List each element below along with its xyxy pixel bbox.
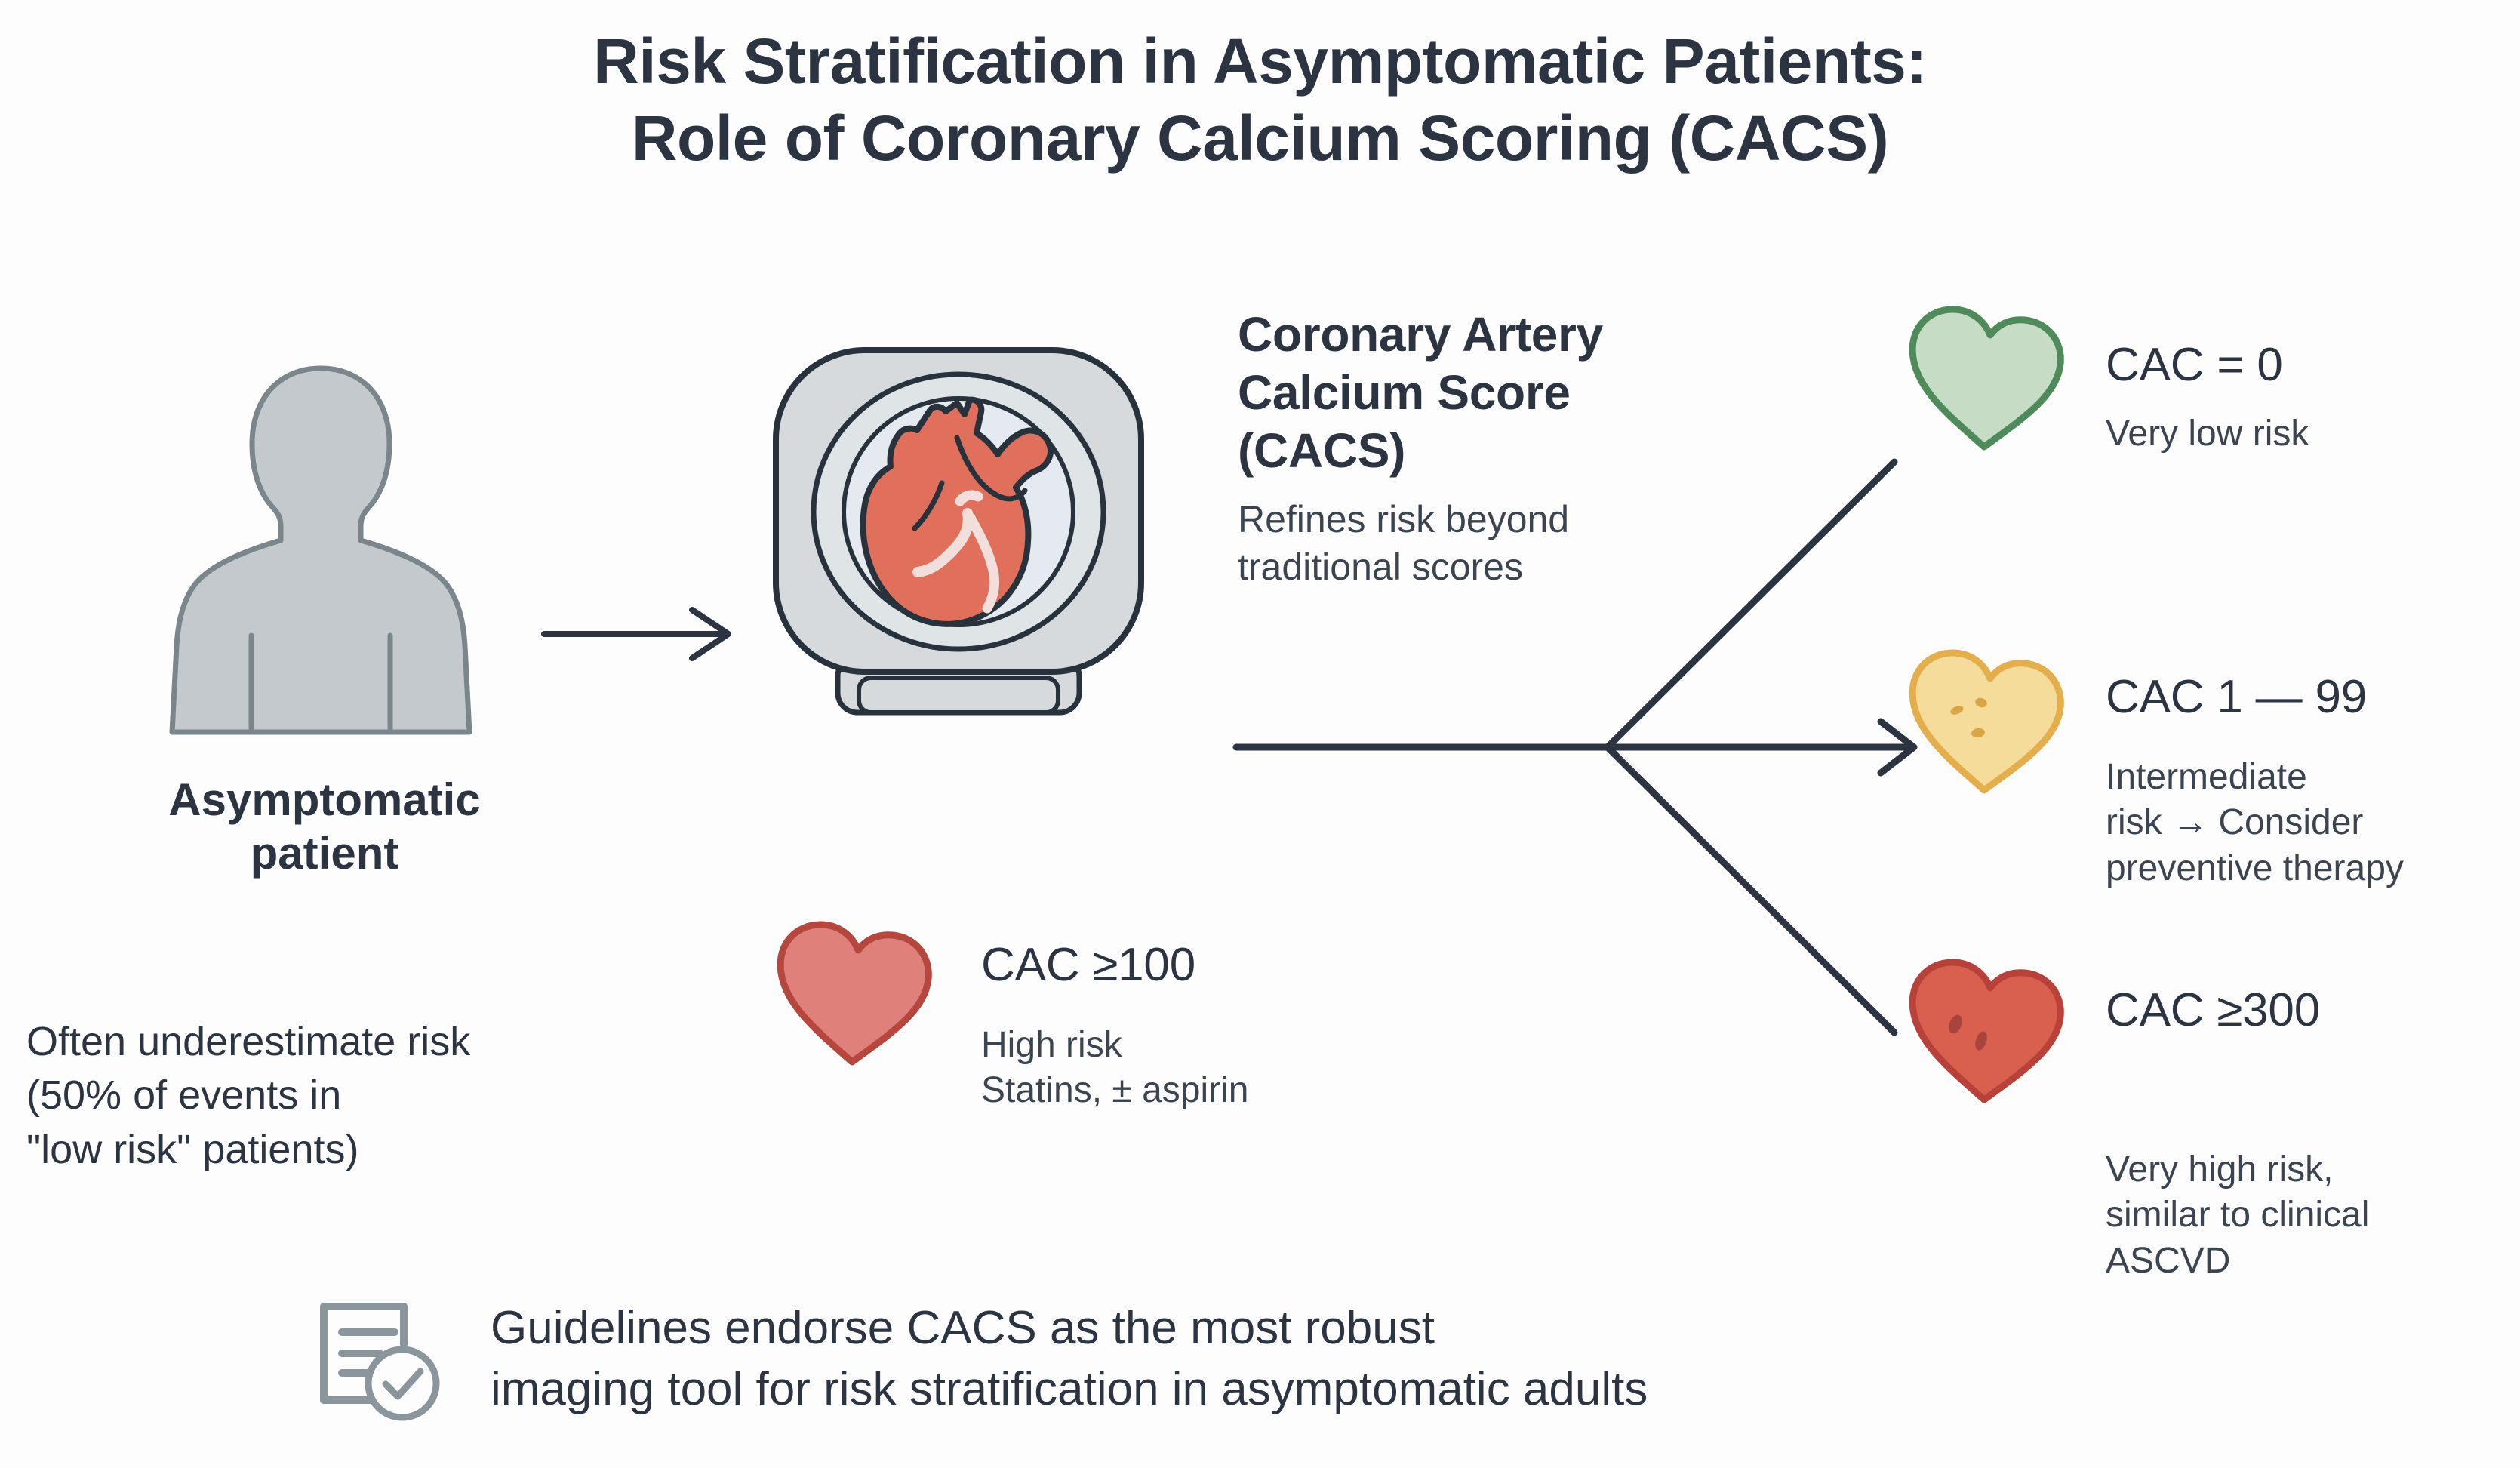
cacs-subtitle-line-1: Refines risk beyond [1238,498,1570,541]
underestimate-risk-note: Often underestimate risk (50% of events … [26,1015,743,1177]
outcome-desc-cac-300: Very high risk, similar to clinical ASCV… [2106,1147,2520,1284]
title-line-1: Risk Stratification in Asymptomatic Pati… [593,26,1927,97]
underestimate-line-3: "low risk" patients) [26,1126,359,1172]
outcome-desc-line-3: ASCVD [2106,1240,2231,1281]
page-title: Risk Stratification in Asymptomatic Pati… [0,23,2520,177]
cacs-title-line-3: (CACS) [1238,423,1406,478]
branching-connector [1232,458,1918,1036]
cacs-subtitle: Refines risk beyond traditional scores [1238,496,1811,591]
outcome-desc-line-1: High risk [981,1025,1122,1065]
branch-middle-arrowhead-icon [1877,718,1918,777]
cacs-title-line-1: Coronary Artery [1238,307,1603,362]
outcome-title-cac-300: CAC ≥300 [2106,984,2320,1036]
calcium-speckle [1975,697,1987,708]
outcome-desc-line-1: Intermediate [2106,757,2307,797]
outcome-desc-line-2: Statins, ± aspirin [981,1070,1249,1111]
outcome-desc-cac-1-99: Intermediate risk → Consider preventive … [2106,755,2520,891]
person-silhouette-icon [169,365,472,735]
underestimate-line-1: Often underestimate risk [26,1019,471,1064]
heart-icon-pink [777,921,932,1066]
outcome-desc-line-1: Very low risk [2106,414,2309,454]
outcome-desc-line-3: preventive therapy [2106,848,2404,888]
outcome-desc-line-2: risk → Consider [2106,802,2364,843]
footer-line-1: Guidelines endorse CACS as the most robu… [491,1302,1435,1354]
calcium-speckle [1949,1014,1962,1034]
calcium-speckle [1971,728,1985,738]
calcium-speckle [1975,1031,1987,1051]
underestimate-line-2: (50% of events in [26,1073,342,1119]
cacs-heading-block: Coronary Artery Calcium Score (CACS) Ref… [1238,306,1811,591]
right-arrow-icon [541,607,731,661]
patient-label-line-1: Asymptomatic [168,774,481,825]
heart-icon-dark-red [1909,959,2064,1103]
document-check-icon [320,1303,440,1421]
branch-line-lower [1604,743,1898,1036]
cacs-subtitle-line-2: traditional scores [1238,546,1523,589]
title-line-2: Role of Coronary Calcium Scoring (CACS) [631,103,1889,174]
outcome-desc-cac-100: High risk Statins, ± aspirin [981,1023,1449,1114]
heart-icon-green [1909,306,2064,451]
heart-icon-yellow [1909,649,2064,794]
check-circle-icon [365,1346,440,1421]
cacs-title-line-2: Calcium Score [1238,365,1571,420]
checkmark-icon [382,1368,424,1400]
branch-line-upper [1604,458,1898,751]
calcium-speckle [1950,706,1964,715]
outcome-desc-line-2: similar to clinical [2106,1195,2370,1236]
footer-text: Guidelines endorse CACS as the most robu… [491,1298,2302,1420]
footer-line-2: imaging tool for risk stratification in … [491,1362,1648,1415]
outcome-desc-cac-zero: Very low risk [2106,411,2513,457]
cacs-title: Coronary Artery Calcium Score (CACS) [1238,306,1811,479]
outcome-desc-line-1: Very high risk, [2106,1149,2334,1189]
outcome-title-cac-zero: CAC = 0 [2106,339,2283,391]
patient-label-line-2: patient [250,827,399,879]
patient-label: Asymptomatic patient [91,774,558,881]
ct-scanner-heart-icon [773,347,1144,716]
outcome-title-cac-100: CAC ≥100 [981,939,1195,991]
outcome-title-cac-1-99: CAC 1 — 99 [2106,671,2368,723]
